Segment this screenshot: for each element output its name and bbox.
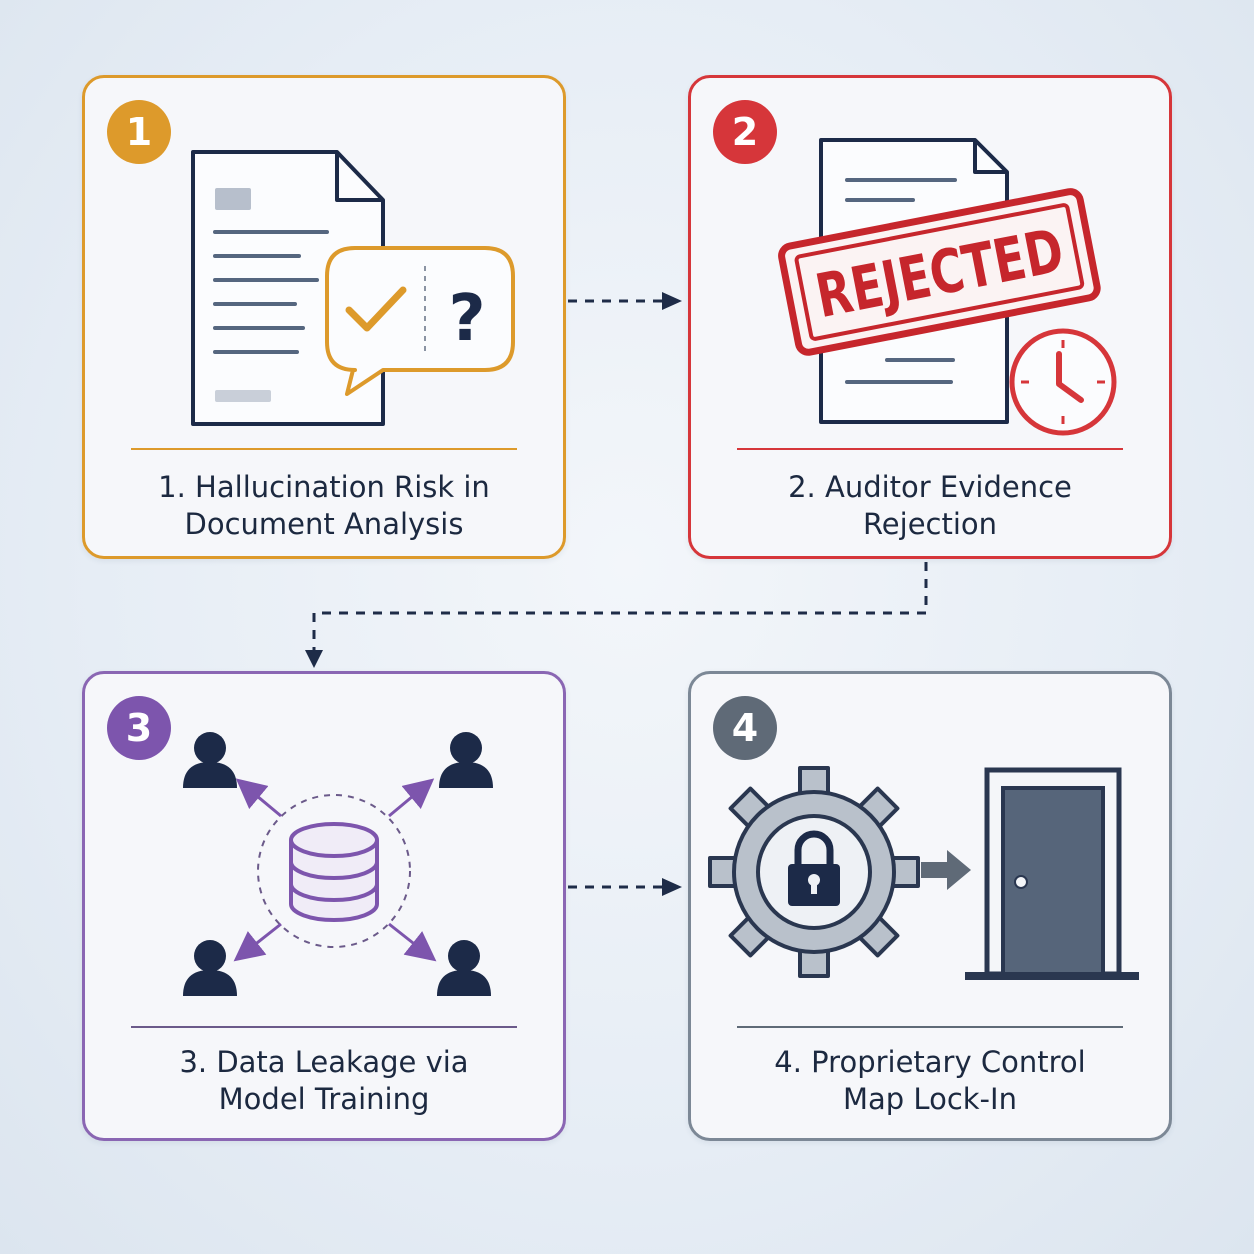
arrowhead-icon	[662, 292, 682, 310]
arrow-icon	[233, 778, 437, 962]
step-label-1: 1. Hallucination Risk in Document Analys…	[158, 470, 490, 541]
question-mark-icon: ?	[448, 282, 485, 356]
step-badge-2: 2	[713, 100, 777, 164]
gear-icon	[708, 766, 920, 978]
arrowhead-icon	[662, 878, 682, 896]
hallucination-illustration: ?	[191, 150, 515, 426]
step-badge-3: 3	[107, 696, 171, 760]
user-icon	[183, 940, 237, 996]
chat-bubble-icon: ?	[325, 246, 515, 396]
step-label-4: 4. Proprietary Control Map Lock-In	[774, 1045, 1086, 1116]
clock-icon	[1009, 328, 1117, 436]
step-label-3: 3. Data Leakage via Model Training	[179, 1045, 469, 1116]
rejected-stamp-icon: REJECTED	[778, 188, 1101, 356]
step-card-2: 2 REJECTED 2. Auditor Evidence Rejection	[688, 75, 1172, 559]
card-divider	[131, 448, 517, 450]
step-badge-1: 1	[107, 100, 171, 164]
arrowhead-icon	[305, 650, 323, 668]
step-card-4: 4	[688, 671, 1172, 1141]
step-label-2: 2. Auditor Evidence Rejection	[788, 470, 1072, 541]
step-badge-4: 4	[713, 696, 777, 760]
card-divider	[737, 1026, 1123, 1028]
checkmark-icon	[345, 286, 407, 332]
user-icon	[437, 940, 491, 996]
database-icon	[289, 822, 379, 922]
arrow-right-icon	[921, 850, 971, 890]
card-divider	[131, 1026, 517, 1028]
lock-in-illustration	[708, 766, 1139, 980]
data-leakage-illustration	[183, 732, 493, 996]
step-card-1: 1 ? 1. Hallucination Risk in Document An…	[82, 75, 566, 559]
user-icon	[183, 732, 237, 788]
connector-2-to-3	[312, 562, 928, 652]
card-divider	[737, 448, 1123, 450]
padlock-icon	[788, 830, 840, 906]
user-icon	[439, 732, 493, 788]
step-card-3: 3	[82, 671, 566, 1141]
door-icon	[965, 767, 1139, 980]
rejection-illustration: REJECTED	[778, 138, 1117, 436]
